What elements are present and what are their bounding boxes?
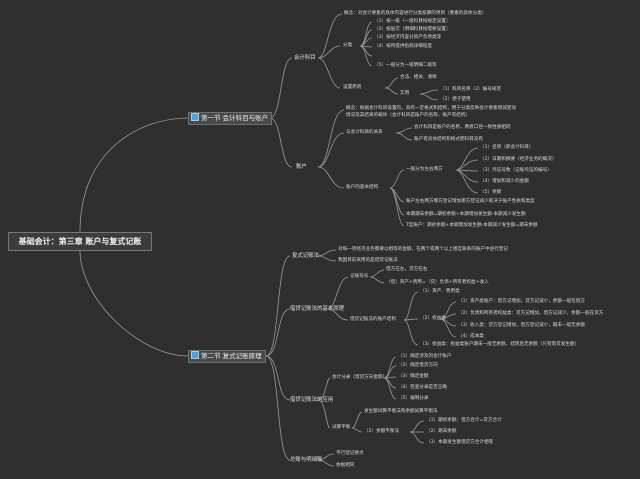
zhanghu-jiegou-extra: T型账户：期初余额+本期增加发生额-本期减少发生额=期末余额 xyxy=(406,223,538,228)
zhanghu-yiban-item: （5）余额 xyxy=(480,190,502,195)
zhanghu-jiegou-extra: 本期期末余额=期初余额+本期增加发生额-本期减少发生额 xyxy=(406,212,526,217)
yingyong-shisuan-b-item: （2）期末余额 xyxy=(426,429,457,434)
zhanghu-jiegou-extra: 账户左右两方哪方登记增加哪方登记减少取决于账户性质和类型 xyxy=(406,199,535,204)
zhanghu-guanxi: 与会计科目的关系 xyxy=(346,130,383,135)
zhanghu-yiban-item: （3）凭证号数（记账凭证的编号） xyxy=(480,168,552,173)
jiedai-jiegou-b-item: （1）资产类账户：借方记增加，贷方记减少，余额一般在借方 xyxy=(458,299,585,304)
kjkm-sheding-sub: （2）便于使用 xyxy=(440,97,471,102)
fushi-item: 对每一项经济业务都要以相等的金额，在两个或两个以上相互联系的账户中进行登记 xyxy=(338,247,508,252)
yingyong-fenlu-item: （5）编制分录 xyxy=(398,396,429,401)
jiedai-node[interactable]: 借贷记账法的基本原理 xyxy=(290,306,344,312)
yingyong-fenlu: 会计分录（借贷方向金额） xyxy=(332,375,388,380)
section-1-node[interactable]: 第一节 会计科目与账户 xyxy=(188,112,273,125)
zhanghu-jiegou: 账户的基本结构 xyxy=(346,185,379,190)
zongzhang-item: 依据相同 xyxy=(336,463,355,468)
yingyong-node[interactable]: 借贷记账法的应用 xyxy=(290,397,334,403)
jiedai-jiegou-b-item: （4）成本类 xyxy=(458,334,484,339)
yingyong-fenlu-item: （3）确定金额 xyxy=(398,374,429,379)
jiedai-fuhao: 记账符号 xyxy=(350,274,369,279)
kjkm-node[interactable]: 会计科目 xyxy=(294,55,316,61)
jiedai-jiegou-b-item: （2）负债和所有者权益类：贷方记增加，借方记减少，余额一般在贷方 xyxy=(458,311,604,316)
zhanghu-yiban-item: （1）名称（即会计科目） xyxy=(480,145,534,150)
kjkm-fenlei-item: （4）按所提供指标详细程度 xyxy=(374,44,433,49)
yingyong-fenlu-item: （2）确定借贷方向 xyxy=(398,363,438,368)
zongzhang-item: 平行登记要点 xyxy=(336,451,364,456)
kjkm-sheding-sub: （1）科目名称（2）编号规范 xyxy=(440,87,501,92)
yingyong-fenlu-item: （1）确定涉及的会计账户 xyxy=(398,354,452,359)
jiedai-jiegou-b-item: （3）收入类：贷方登记增加，借方登记减少，期末一般无余额 xyxy=(458,323,585,328)
yingyong-shisuan-b: （2）余额平衡法 xyxy=(364,429,400,434)
jiedai-fuhao-item: （借）资产+费用=（贷）负债+所有者权益+收入 xyxy=(386,280,489,285)
zhanghu-node[interactable]: 账户 xyxy=(296,164,307,170)
yingyong-shisuan-b-item: （3）本期发生额借贷方合计相等 xyxy=(426,440,494,445)
jiedai-jiegou-c: （3）损益类：损益类账户期末一般无余额，结转后无余额（只有借贷发生额） xyxy=(420,342,580,347)
yingyong-shisuan: 试算平衡 xyxy=(332,425,351,430)
section-2-node[interactable]: 第二节 复式记账原理 xyxy=(188,350,266,363)
section-1-title: 第一节 会计科目与账户 xyxy=(201,114,269,122)
zhanghu-yiban: 一般分为左右两方 xyxy=(406,167,443,172)
kjkm-sheding: 设置原则 xyxy=(343,85,362,90)
kjkm-fenlei-item: （2）按层次（明细科目按需要设置） xyxy=(374,27,451,32)
kjkm-gainian: 概念：对会计要素的具体内容进行分类核算的项目（要素的具体分类） xyxy=(344,11,487,16)
kjkm-fenlei-item: （5）一般分为一级明细二级等 xyxy=(374,63,437,68)
kjkm-fenlei-item: （1）按一级（一级科目按规定设置） xyxy=(374,19,451,24)
fushi-item: 我国目前采用的是借贷记账法 xyxy=(338,258,398,263)
kjkm-fenlei-item: （3）按经济内容分资产负债类等 xyxy=(374,35,442,40)
note-icon xyxy=(191,113,199,121)
yingyong-shisuan-b-item: （1）期初余额：借方合计=贷方合计 xyxy=(426,418,502,423)
zhanghu-yiban-item: （2）日期和摘要（经济业务的概况） xyxy=(480,157,557,162)
jiedai-jiegou-a: （1）资产、费用类 xyxy=(420,289,460,294)
yingyong-shisuan-a: 发生额试算平衡法和余额试算平衡法 xyxy=(364,409,438,414)
yingyong-fenlu-item: （4）检查分录是否正确 xyxy=(398,385,447,390)
root-node[interactable]: 基础会计：第三章 账户与复式记账 xyxy=(8,232,152,251)
kjkm-sheding-b: 实用 xyxy=(400,91,410,96)
zongzhang-node[interactable]: 总账与明细账 xyxy=(290,457,323,463)
section-2-title: 第二节 复式记账原理 xyxy=(201,352,262,360)
kjkm-fenlei: 分类 xyxy=(343,43,353,48)
zhanghu-guanxi-item: 会计科目是账户的名称，两者口径一致性质相同 xyxy=(414,125,511,130)
jiedai-fuhao-item: 借方在左，贷方在右 xyxy=(386,267,428,272)
kjkm-sheding-a: 合法、相关、清晰 xyxy=(400,75,437,80)
note-icon xyxy=(191,351,199,359)
jiedai-jiegou-b: （2）权益类 xyxy=(420,316,446,321)
zhanghu-guanxi-item: 账户有具体结构和格式而科目没有 xyxy=(414,137,483,142)
zhanghu-gainian-2: 情况及其结果的载体（会计科目是账户的名称，账户有结构） xyxy=(346,113,471,118)
jiedai-jiegou: 借贷记账法的账户结构 xyxy=(350,317,396,322)
zhanghu-gainian: 概念：根据会计科目设置的，具有一定格式和结构，用于分类反映会计要素增减变动 xyxy=(346,106,516,111)
fushi-node[interactable]: 复式记账法 xyxy=(292,253,319,259)
zhanghu-yiban-item: （4）增加和减少的金额 xyxy=(480,179,529,184)
